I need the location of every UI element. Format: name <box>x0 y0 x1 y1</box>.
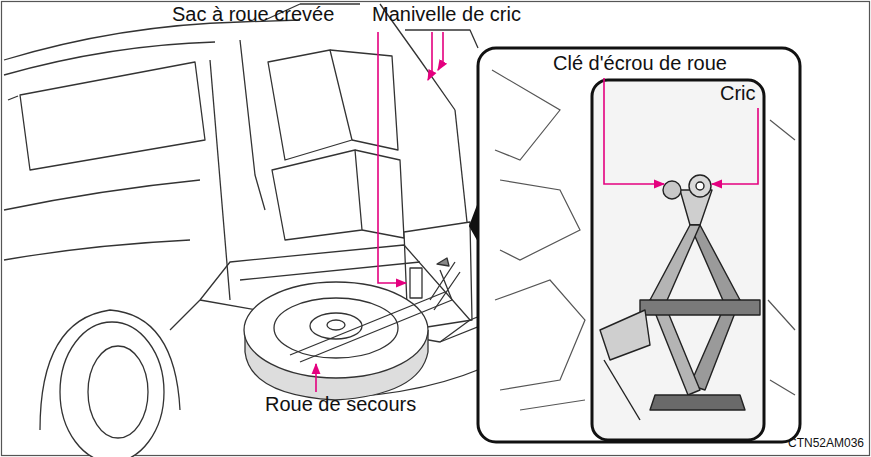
spare-wheel <box>327 320 345 330</box>
jack-symbol <box>663 181 681 199</box>
van-outline <box>410 268 422 298</box>
van-outline <box>405 30 478 48</box>
jack-symbol <box>600 175 760 420</box>
van-outline <box>210 60 230 300</box>
leader-line <box>378 32 406 283</box>
van-outline <box>355 150 404 238</box>
inset-detail <box>592 80 764 440</box>
van-outline <box>170 300 200 330</box>
van-outline <box>240 40 265 210</box>
spare-wheel <box>290 292 452 362</box>
jack-symbol <box>690 225 740 305</box>
part-label: Cric <box>720 82 756 105</box>
leader-line <box>428 32 432 80</box>
van-outline <box>437 258 449 266</box>
van-outline <box>272 150 362 240</box>
leader-line <box>316 32 758 392</box>
van-outline <box>20 62 205 170</box>
jack-symbol <box>640 300 760 315</box>
inset-detail <box>492 70 560 160</box>
van-outline <box>4 240 190 260</box>
inset-detail <box>500 180 580 260</box>
jack-symbol <box>604 360 640 420</box>
spare-wheel <box>274 298 398 358</box>
van-outline <box>268 50 352 160</box>
leader-line <box>712 108 758 184</box>
jack-symbol <box>689 175 711 197</box>
spare-wheel <box>310 313 362 339</box>
jack-symbol <box>650 225 700 305</box>
part-label: Roue de secours <box>265 393 416 416</box>
spare-wheel <box>244 282 428 378</box>
van-outline <box>4 4 520 457</box>
inset-detail <box>478 48 800 442</box>
van-outline <box>4 20 300 60</box>
leader-line <box>315 364 317 392</box>
inset-detail <box>478 48 800 442</box>
van-outline <box>60 322 164 457</box>
leader-line <box>438 32 443 70</box>
van-outline <box>240 262 420 280</box>
inset-detail <box>495 280 585 390</box>
part-label: Sac à roue crevée <box>172 3 334 26</box>
figure-code: CTN52AM036 <box>788 437 864 451</box>
spare-wheel <box>244 282 452 400</box>
van-outline <box>8 96 18 100</box>
inset-detail <box>768 120 795 395</box>
jack-symbol <box>696 182 704 190</box>
jack-symbol <box>600 310 650 360</box>
van-outline <box>88 346 148 438</box>
inset-detail <box>520 400 585 410</box>
jack-symbol <box>650 395 745 410</box>
part-label: Manivelle de cric <box>372 3 521 26</box>
part-label: Clé d'écrou de roue <box>553 52 727 75</box>
leader-line <box>604 78 664 184</box>
van-outline <box>4 180 200 210</box>
van-outline <box>330 50 398 150</box>
